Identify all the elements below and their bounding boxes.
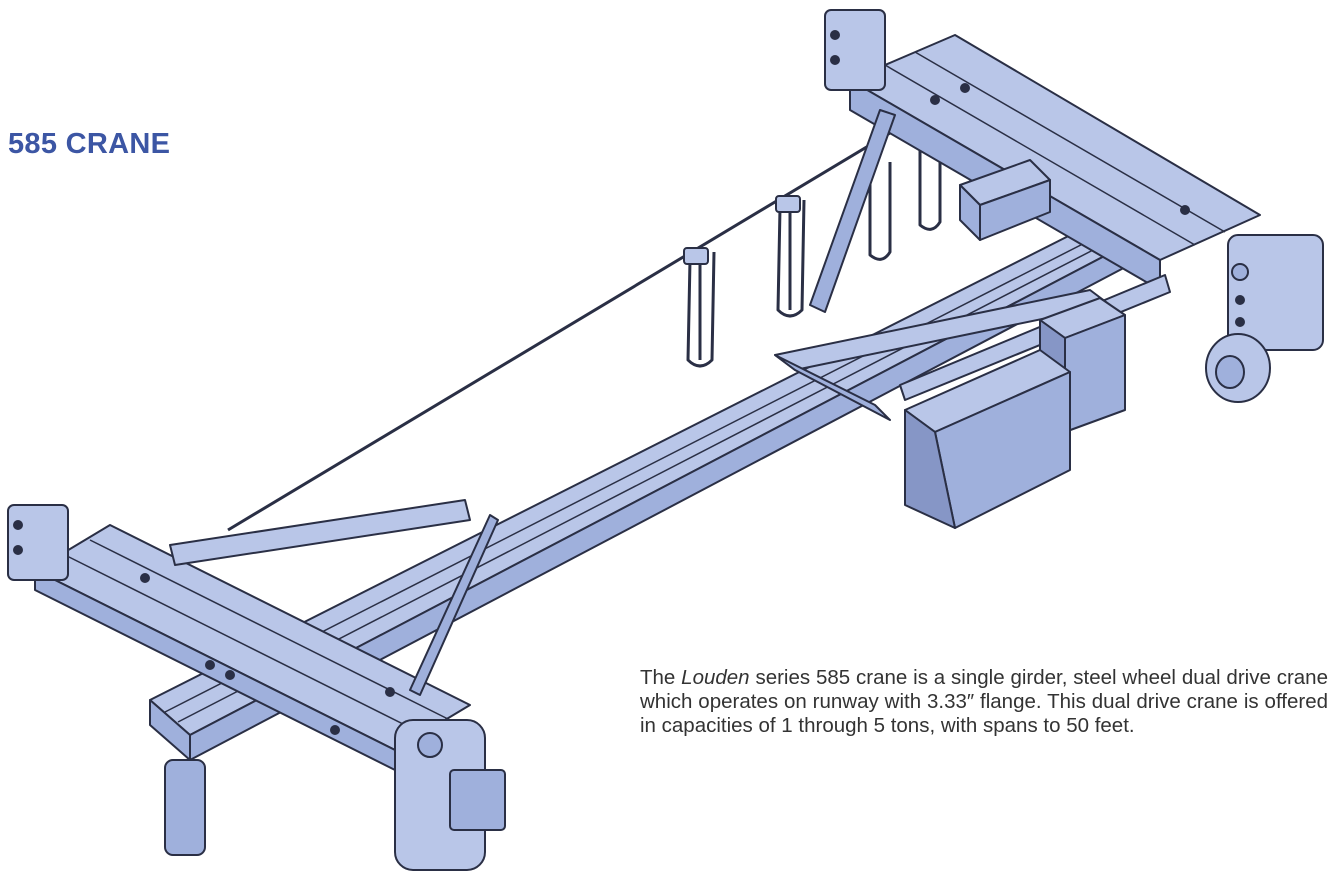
right-wheel-assembly — [824, 9, 1324, 403]
description-body: series 585 crane is a single girder, ste… — [640, 666, 1328, 737]
cable-hangers — [686, 134, 942, 368]
tie-rod — [227, 116, 916, 532]
page-title: 585 CRANE — [8, 128, 171, 160]
electrical-boxes — [904, 159, 1126, 529]
left-brace — [169, 499, 499, 696]
left-wheel-assembly — [7, 504, 506, 871]
hanger-clamps — [683, 195, 801, 265]
description-prefix: The — [640, 666, 682, 689]
brand-name: Louden — [681, 666, 750, 689]
crane-description: The Louden series 585 crane is a single … — [640, 666, 1328, 738]
